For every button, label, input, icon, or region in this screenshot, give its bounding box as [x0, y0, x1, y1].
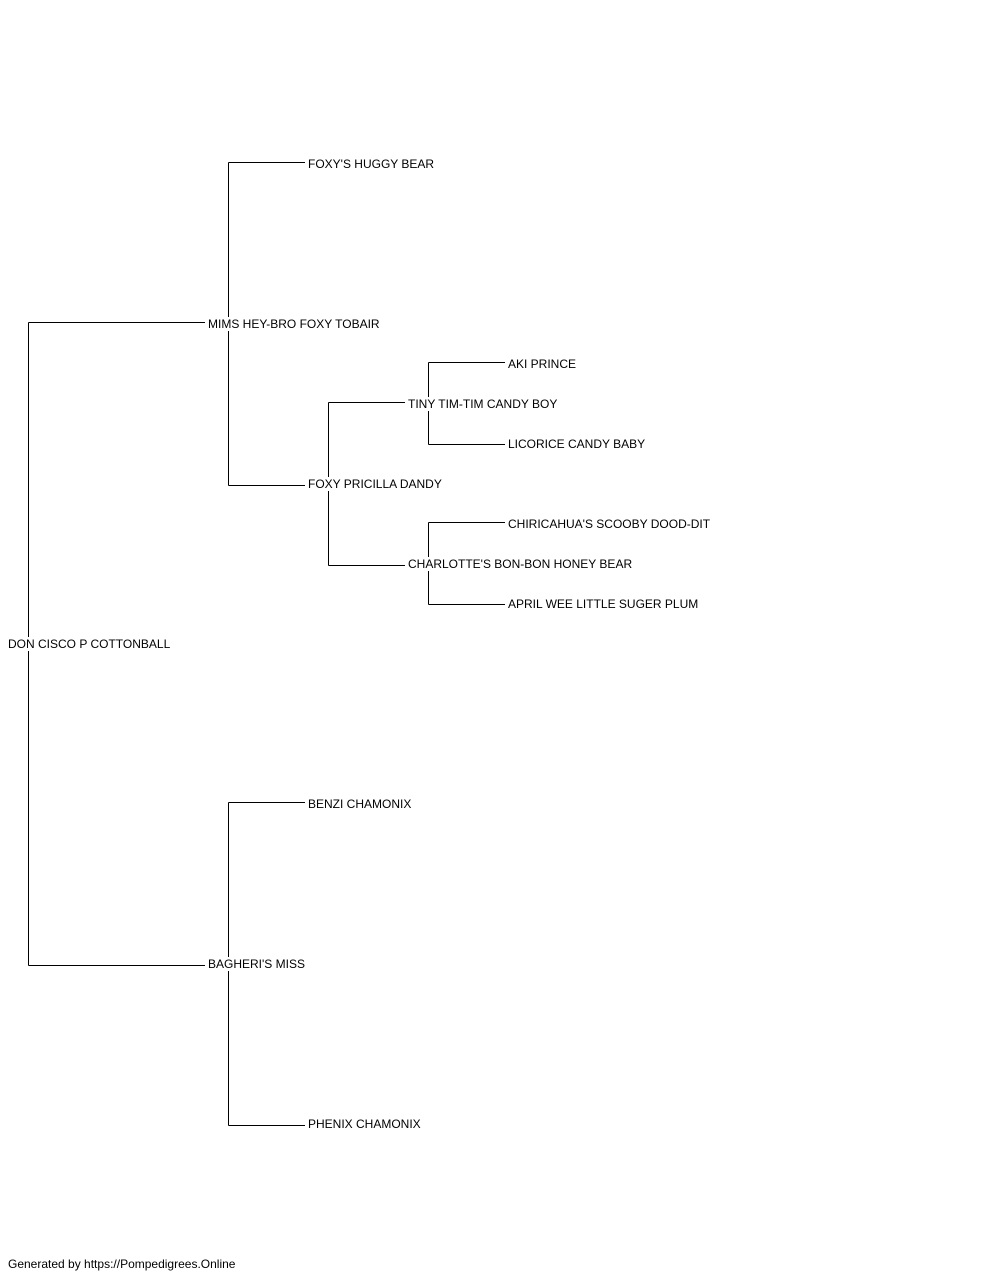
dam-name: BAGHERI'S MISS [208, 957, 305, 971]
generated-by-footer: Generated by https://Pompedigrees.Online [8, 1257, 236, 1271]
sire-name: MIMS HEY-BRO FOXY TOBAIR [208, 317, 380, 331]
sire-dam-sire-name: TINY TIM-TIM CANDY BOY [408, 397, 558, 411]
sire-dam-sire-sire-name: AKI PRINCE [508, 357, 577, 371]
sire-dam-dam-dam-name: APRIL WEE LITTLE SUGER PLUM [508, 597, 699, 611]
subject-name: DON CISCO P COTTONBALL [8, 637, 173, 651]
sire-dam-dam-name: CHARLOTTE'S BON-BON HONEY BEAR [408, 557, 633, 571]
sire-dam-dam-sire-name: CHIRICAHUA'S SCOOBY DOOD-DIT [508, 517, 711, 531]
dam-sire-name: BENZI CHAMONIX [308, 797, 412, 811]
sire-dam-sire-dam-name: LICORICE CANDY BABY [508, 437, 646, 451]
dam-dam-name: PHENIX CHAMONIX [308, 1117, 421, 1131]
sire-dam-name: FOXY PRICILLA DANDY [308, 477, 442, 491]
sire-sire-name: FOXY'S HUGGY BEAR [308, 157, 435, 171]
